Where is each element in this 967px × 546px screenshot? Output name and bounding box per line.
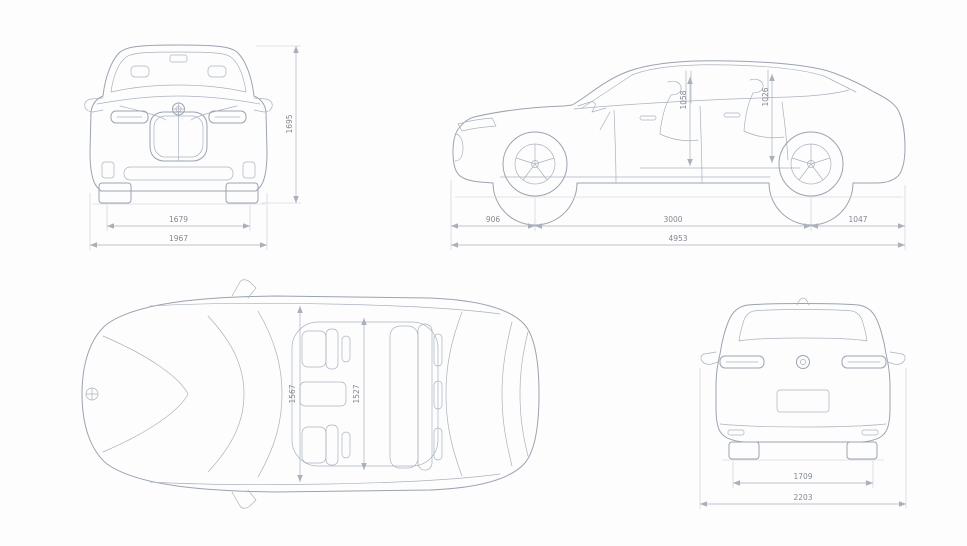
- dim-top-front-shoulder: 1567: [288, 306, 303, 482]
- license-plate: [776, 389, 830, 413]
- dim-top-rear-shoulder: 1527: [352, 318, 367, 470]
- rear-window: [738, 309, 868, 342]
- windshield-top: [257, 310, 283, 478]
- rear-window-top: [445, 311, 463, 477]
- front-view: 1679 1967 1695: [84, 44, 301, 250]
- bmw-roundel-rear-icon: [796, 355, 810, 369]
- kidney-grille-inner: [153, 115, 204, 158]
- corner-intake-left: [101, 161, 115, 179]
- rear-door-seam: [781, 101, 789, 161]
- dim-label-front-track: 1679: [169, 215, 188, 224]
- interior-seats: [591, 78, 801, 169]
- hood-contour: [102, 335, 189, 453]
- dim-label-front-overhang: 906: [486, 215, 501, 224]
- reflector-left: [727, 429, 745, 436]
- bmw-roundel-top-icon: [85, 387, 99, 401]
- reflector-right: [861, 429, 879, 436]
- rear-wheel: [778, 131, 844, 197]
- front-headrest-left: [130, 65, 150, 78]
- front-door-seam: [613, 109, 617, 184]
- hood-crease-left: [119, 105, 167, 121]
- taillight-right: [841, 355, 887, 369]
- top-mirror-right: [231, 489, 257, 509]
- dim-label-rear-shoulder: 1527: [352, 384, 361, 403]
- dim-rear-track: 1709: [732, 461, 874, 488]
- hatch-line: [501, 321, 513, 467]
- dim-label-front-overall-width: 1967: [169, 234, 188, 243]
- rear-wheel-left: [728, 441, 760, 460]
- side-body-outline: [452, 60, 906, 226]
- front-wheel: [502, 131, 568, 197]
- dim-side-overall-length: 4953: [451, 234, 905, 248]
- rear-body-outline: [715, 303, 891, 443]
- dim-side-rear-headroom: 1026: [761, 74, 775, 163]
- belt-line: [573, 89, 850, 110]
- window-outline: [581, 64, 857, 109]
- front-wheel-left: [98, 182, 132, 204]
- headlight-side: [457, 117, 497, 132]
- top-mirror-left: [231, 279, 257, 299]
- top-rear-bench: [389, 323, 443, 471]
- taillight-left: [719, 355, 765, 369]
- door-seam: [699, 105, 703, 184]
- dim-label-front-height: 1695: [285, 114, 294, 133]
- windshield-cowl: [207, 315, 245, 473]
- dim-side-front-headroom: 1058: [679, 77, 693, 166]
- rear-wheel-right: [846, 441, 878, 460]
- door-handle-rear: [723, 112, 741, 118]
- side-mirror: [577, 101, 596, 113]
- dim-label-rear-track: 1709: [793, 472, 812, 481]
- dim-front-track: 1679: [106, 205, 251, 231]
- glass-roof: [291, 321, 439, 467]
- rear-mirror-left: [700, 351, 719, 365]
- rearview-mirror-icon: [169, 54, 188, 63]
- rear-bumper-line: [719, 423, 887, 428]
- rear-mirror-right: [887, 351, 906, 365]
- dim-side-rear-overhang: 1047: [811, 215, 905, 229]
- front-body-outline: [89, 95, 268, 192]
- dim-front-overall-width: 1967: [89, 193, 268, 250]
- side-view: 1058 1026 906 3000 1047: [450, 60, 906, 250]
- bmw-roundel-icon: [172, 102, 185, 116]
- top-body-outline: [81, 295, 540, 493]
- top-side-edge-upper: [149, 303, 501, 315]
- front-windshield: [110, 51, 247, 93]
- headlight-right: [208, 110, 247, 124]
- front-air-intake: [123, 166, 234, 181]
- dim-front-height: 1695: [256, 45, 301, 204]
- fin-antenna-icon: [796, 297, 810, 306]
- top-view: 1567 1527: [81, 279, 540, 509]
- headlight-left: [110, 110, 149, 124]
- side-mirror-left: [84, 97, 104, 113]
- dim-label-rear-overhang: 1047: [848, 215, 867, 224]
- dim-side-lengths: 906 3000 1047 4953: [450, 180, 906, 250]
- front-roof-outline: [102, 44, 255, 97]
- side-mirror-right: [253, 97, 273, 113]
- front-headrest-right: [207, 65, 227, 78]
- dim-label-front-headroom: 1058: [679, 90, 688, 109]
- corner-intake-right: [242, 161, 256, 179]
- dim-side-wheelbase: 3000: [535, 215, 811, 229]
- top-front-seats: [299, 328, 351, 466]
- dim-side-front-overhang: 906: [451, 215, 535, 229]
- dim-rear-overall-width: 2203: [699, 368, 907, 509]
- dim-label-front-shoulder: 1567: [288, 384, 297, 403]
- hood-crease-right: [190, 105, 238, 121]
- front-wheel-right: [225, 182, 259, 204]
- hood-shoulder-line: [96, 95, 261, 105]
- top-side-edge-lower: [149, 473, 501, 485]
- dim-label-rear-headroom: 1026: [761, 87, 770, 106]
- rear-view: 1709 2203: [699, 297, 907, 509]
- spoiler-edge: [519, 331, 529, 457]
- dim-label-wheelbase: 3000: [663, 215, 682, 224]
- grille-side: [454, 133, 464, 162]
- door-handle-front: [639, 115, 657, 121]
- dim-label-overall-length: 4953: [668, 234, 687, 243]
- kidney-grille: [149, 111, 208, 162]
- dim-label-rear-overall-width: 2203: [793, 493, 812, 502]
